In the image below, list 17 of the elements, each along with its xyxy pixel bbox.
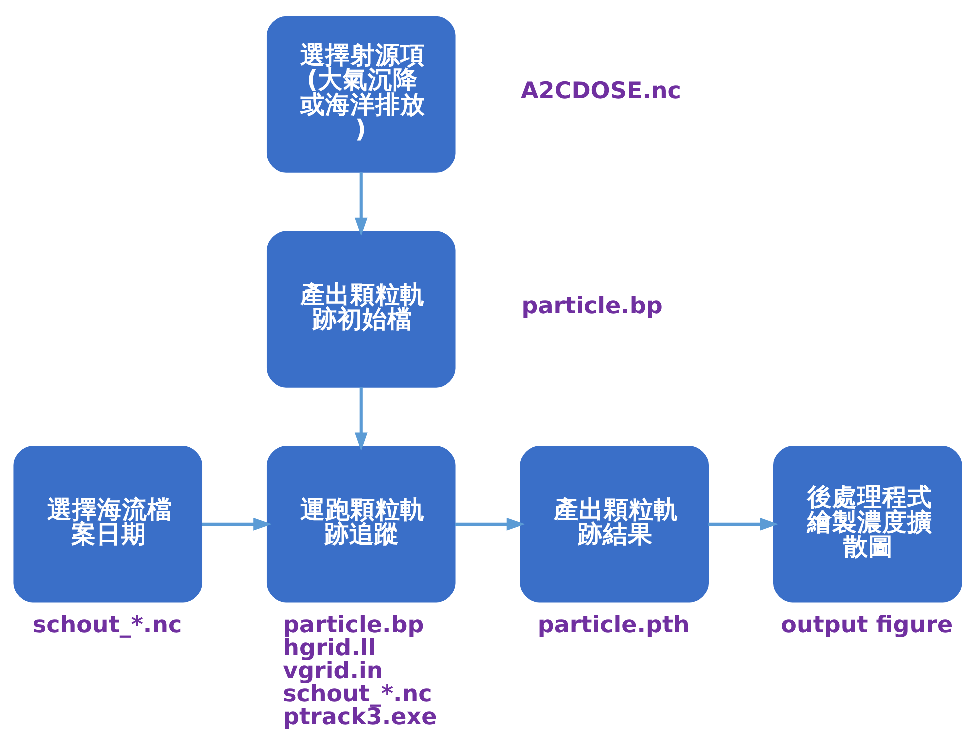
- node-label: particle.bp: [522, 292, 663, 319]
- node-label: particle.pth: [538, 612, 690, 638]
- node-label: particle.bp: [283, 612, 424, 638]
- node-label: output figure: [781, 612, 954, 638]
- node-box: 選擇海流檔案日期: [14, 446, 203, 602]
- arrow: [354, 172, 368, 236]
- node-box: 選擇射源項(大氣沉降或海洋排放): [266, 16, 456, 172]
- node-box: 運跑顆粒軌跡追蹤: [266, 446, 456, 602]
- arrow: [354, 387, 368, 451]
- node-label: A2CDOSE.nc: [521, 78, 682, 104]
- arrow: [455, 517, 526, 530]
- arrow: [708, 517, 779, 530]
- node-box: 產出顆粒軌跡初始檔: [266, 230, 456, 388]
- arrow: [202, 517, 272, 530]
- node-label: schout_*.nc: [32, 612, 182, 638]
- node-box: 產出顆粒軌跡結果: [520, 446, 710, 602]
- node-box: 後處理程式繪製濃度擴散圖: [773, 446, 962, 602]
